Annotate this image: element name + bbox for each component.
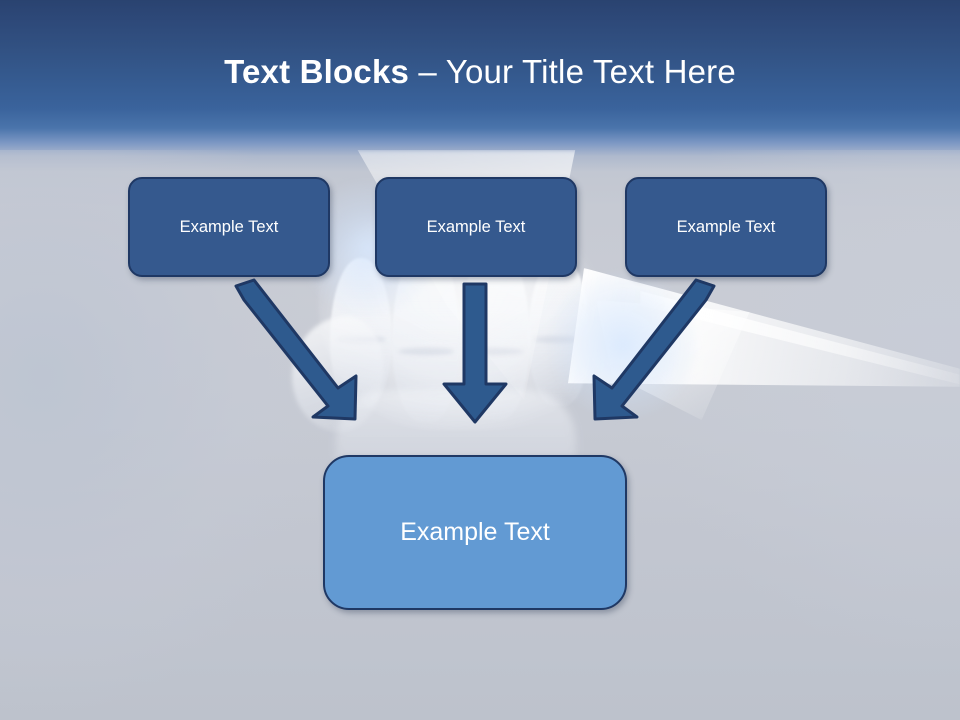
- summary-text-block-label: Example Text: [400, 518, 550, 546]
- arrow-down-left-icon: [592, 278, 716, 421]
- text-block-3[interactable]: Example Text: [625, 177, 827, 277]
- text-block-1[interactable]: Example Text: [128, 177, 330, 277]
- arrow-down-right-icon: [234, 278, 358, 421]
- arrow-down-icon: [442, 282, 508, 424]
- text-block-2[interactable]: Example Text: [375, 177, 577, 277]
- text-block-1-label: Example Text: [179, 217, 279, 236]
- fist-crease-2: [398, 348, 454, 355]
- text-block-2-label: Example Text: [426, 217, 526, 236]
- slide-title: Text Blocks – Your Title Text Here: [0, 52, 960, 92]
- slide-title-bold: Text Blocks: [224, 53, 410, 90]
- slide-title-rest: – Your Title Text Here: [409, 53, 736, 90]
- text-block-3-label: Example Text: [676, 217, 776, 236]
- summary-text-block[interactable]: Example Text: [323, 455, 627, 610]
